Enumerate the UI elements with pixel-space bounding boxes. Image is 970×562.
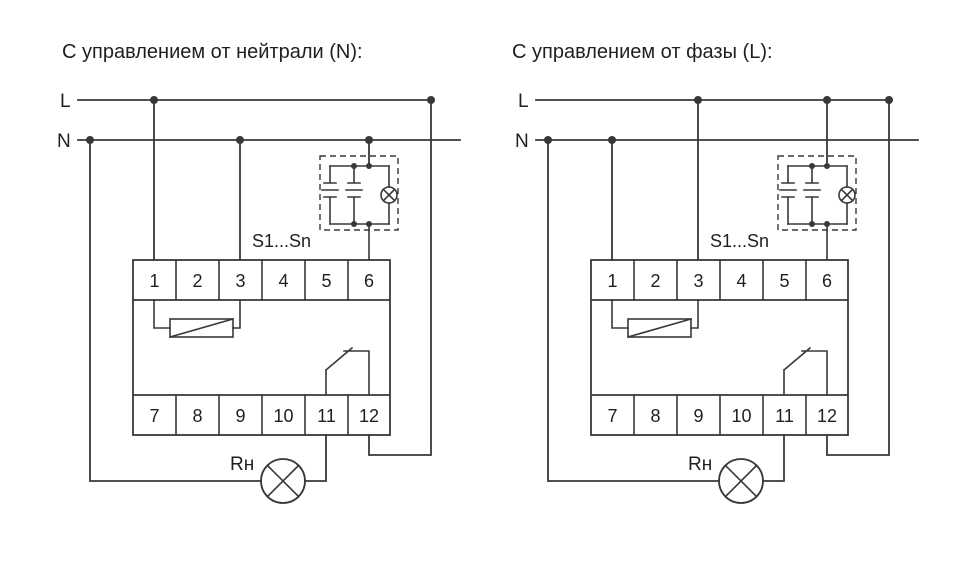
diagram-title: С управлением от нейтрали (N): xyxy=(62,41,363,63)
top-terminal-dividers xyxy=(633,259,807,301)
pushbutton-icon xyxy=(779,165,797,225)
indicator-lamp-icon xyxy=(380,165,398,225)
relay-contact-symbol xyxy=(324,346,370,396)
lamp-cross-icon xyxy=(724,464,758,498)
phase-line-label: L xyxy=(60,91,71,112)
load-label: Rн xyxy=(230,454,254,475)
wire-lamp-to-N xyxy=(547,139,720,482)
diagram-title: С управлением от фазы (L): xyxy=(512,41,773,63)
junction-dots xyxy=(544,96,893,227)
lamp-icon xyxy=(260,458,306,504)
lamp-cross-icon xyxy=(266,464,300,498)
terminal-number-3: 3 xyxy=(235,271,245,291)
lamp-icon xyxy=(718,458,764,504)
wire-lamp-to-N xyxy=(89,139,262,482)
junction-dot xyxy=(427,96,435,104)
junction-dot xyxy=(885,96,893,104)
bottom-terminal-dividers xyxy=(633,394,807,436)
terminal-number-12: 12 xyxy=(817,406,837,426)
diagram-control-from-phase: С управлением от фазы (L): L N xyxy=(512,41,919,504)
junction-dot xyxy=(150,96,158,104)
terminal-number-2: 2 xyxy=(192,271,202,291)
junction-dot xyxy=(236,136,244,144)
terminal-number-5: 5 xyxy=(321,271,331,291)
junction-dot xyxy=(809,163,815,169)
junction-dot xyxy=(351,221,357,227)
terminal-number-7: 7 xyxy=(607,406,617,426)
junction-dot xyxy=(366,163,372,169)
wire-terminal-11-to-lamp xyxy=(762,434,785,482)
terminal-number-8: 8 xyxy=(192,406,202,426)
relay-device: 1 2 3 4 5 6 7 8 9 10 11 12 xyxy=(590,259,849,436)
phase-line-label: L xyxy=(518,91,529,112)
buttons-group-border xyxy=(777,155,857,231)
junction-dot xyxy=(823,96,831,104)
terminal-number-11: 11 xyxy=(317,406,336,426)
pushbutton-icon xyxy=(803,165,821,225)
top-terminal-dividers xyxy=(175,259,349,301)
terminal-number-5: 5 xyxy=(779,271,789,291)
terminal-number-1: 1 xyxy=(149,271,159,291)
pushbutton-icon xyxy=(345,165,363,225)
terminal-number-10: 10 xyxy=(731,406,751,426)
pushbutton-icon xyxy=(321,165,339,225)
buttons-range-label: S1...Sn xyxy=(252,231,311,251)
junction-dot xyxy=(824,163,830,169)
indicator-lamp-icon xyxy=(838,165,856,225)
terminal-number-4: 4 xyxy=(736,271,746,291)
terminal-number-10: 10 xyxy=(273,406,293,426)
terminal-number-12: 12 xyxy=(359,406,379,426)
neutral-line-label: N xyxy=(57,131,71,152)
junction-dot xyxy=(86,136,94,144)
junction-dot xyxy=(366,221,372,227)
wire-terminal-12-to-L xyxy=(826,99,890,456)
terminal-number-9: 9 xyxy=(693,406,703,426)
wire-terminal-12-to-L xyxy=(368,99,432,456)
terminal-number-4: 4 xyxy=(278,271,288,291)
terminal-number-7: 7 xyxy=(149,406,159,426)
relay-coil-symbol xyxy=(611,299,699,338)
load-lamp: Rн xyxy=(230,454,306,504)
bottom-terminal-dividers xyxy=(175,394,349,436)
relay-coil-symbol xyxy=(153,299,241,338)
load-label: Rн xyxy=(688,454,712,475)
buttons-group-border xyxy=(319,155,399,231)
junction-dot xyxy=(694,96,702,104)
terminal-number-11: 11 xyxy=(775,406,794,426)
junction-dot xyxy=(824,221,830,227)
relay-contact-symbol xyxy=(782,346,828,396)
terminal-number-6: 6 xyxy=(364,271,374,291)
terminal-number-1: 1 xyxy=(607,271,617,291)
terminal-number-3: 3 xyxy=(693,271,703,291)
terminal-number-8: 8 xyxy=(650,406,660,426)
relay-device: 1 2 3 4 5 6 7 8 9 10 11 12 xyxy=(132,259,391,436)
terminal-number-9: 9 xyxy=(235,406,245,426)
load-lamp: Rн xyxy=(688,454,764,504)
junction-dot xyxy=(544,136,552,144)
diagram-control-from-neutral: С управлением от нейтрали (N): L N xyxy=(57,41,461,504)
junction-dot xyxy=(608,136,616,144)
junction-dot xyxy=(365,136,373,144)
control-buttons-group xyxy=(319,155,399,261)
junction-dots xyxy=(86,96,435,227)
junction-dot xyxy=(351,163,357,169)
buttons-range-label: S1...Sn xyxy=(710,231,769,251)
wire-terminal-11-to-lamp xyxy=(304,434,327,482)
terminal-number-6: 6 xyxy=(822,271,832,291)
terminal-number-2: 2 xyxy=(650,271,660,291)
junction-dot xyxy=(809,221,815,227)
control-buttons-group xyxy=(777,155,857,261)
neutral-line-label: N xyxy=(515,131,529,152)
